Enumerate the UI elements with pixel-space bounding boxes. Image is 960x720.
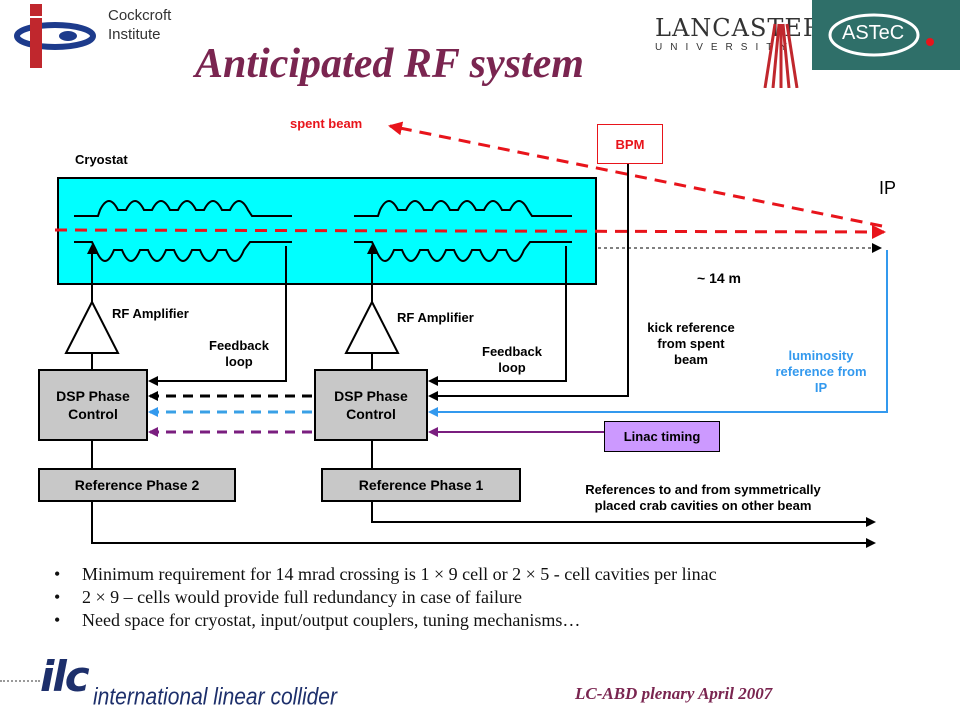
cryostat-label: Cryostat: [75, 152, 128, 167]
cavity-upper-right: [354, 200, 572, 217]
rf-amplifier-right: [344, 299, 400, 354]
ilc-logo-text: international linear collider: [93, 684, 337, 711]
cockcroft-logo: [14, 4, 96, 68]
page-title: Anticipated RF system: [195, 41, 584, 87]
cavity-lower-left: [74, 241, 292, 262]
bullet-item: Need space for cryostat, input/output co…: [48, 610, 717, 633]
bullet-item: Minimum requirement for 14 mrad crossing…: [48, 564, 717, 587]
luminosity-reference-line: [428, 250, 888, 417]
ref2-other-beam-line: [91, 502, 876, 548]
feedback-loop-right: [428, 246, 567, 386]
spent-beam-label: spent beam: [290, 116, 363, 131]
bullet-list: Minimum requirement for 14 mrad crossing…: [48, 564, 717, 633]
feedback-loop-left: [148, 246, 287, 386]
lancaster-crest-icon: [763, 23, 799, 88]
rf-amplifier-left-label: RF Amplifier: [112, 306, 189, 321]
reference-phase-2-box: Reference Phase 2: [38, 468, 236, 502]
beam-line: [54, 224, 886, 239]
astec-logo: ASTeC: [812, 0, 960, 70]
rf-amplifier-left: [64, 299, 120, 354]
reference-phase-1-box: Reference Phase 1: [321, 468, 521, 502]
ref1-other-beam-line: [371, 502, 876, 527]
lancaster-logo: LANCASTER UNIVERSITY: [655, 14, 823, 53]
cockcroft-institute-name: Cockcroft Institute: [108, 7, 172, 43]
rf-amplifier-right-label: RF Amplifier: [397, 310, 474, 325]
bpm-box: BPM: [597, 124, 663, 164]
footer-dots: [0, 680, 40, 686]
kick-reference-line: [428, 158, 629, 401]
ilc-logo-mark: ilc: [40, 652, 90, 701]
ip-label: IP: [879, 178, 897, 198]
rf-system-diagram: [54, 121, 888, 548]
footer-text: LC-ABD plenary April 2007: [575, 684, 773, 703]
bullet-item: 2 × 9 – cells would provide full redunda…: [48, 587, 717, 610]
cavity-upper-left: [74, 200, 292, 217]
distance-label: ~ 14 m: [697, 270, 741, 286]
spent-beam-line: [388, 121, 883, 228]
linac-timing-box: Linac timing: [604, 421, 720, 452]
cavity-lower-right: [354, 241, 572, 262]
